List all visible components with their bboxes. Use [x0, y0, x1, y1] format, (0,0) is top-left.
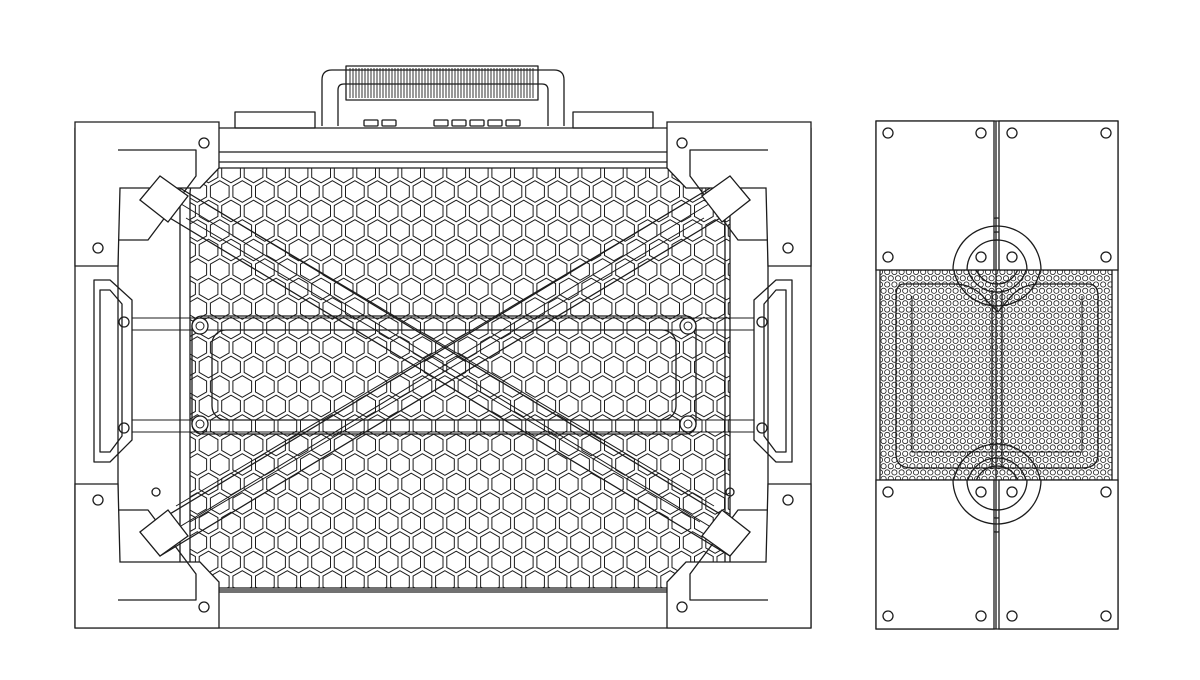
perforated-grille	[880, 270, 1112, 480]
top-left-foot	[234, 111, 316, 129]
side-body-outline	[875, 120, 1119, 630]
side-plate-top-left	[875, 120, 995, 271]
honeycomb-grille	[190, 168, 730, 588]
body-outline	[74, 127, 812, 629]
carry-handle	[321, 65, 565, 126]
left-side-latch	[93, 279, 133, 463]
corner-bracket-bottom-right	[666, 483, 812, 629]
front-view	[74, 65, 812, 629]
side-inner-panel	[895, 283, 1099, 469]
right-side-latch	[753, 279, 793, 463]
side-screws	[118, 316, 768, 497]
side-plate-top-right	[998, 120, 1119, 271]
cross-strap-a	[139, 175, 751, 557]
center-plate	[191, 315, 697, 435]
handle-grip-ridges	[349, 68, 534, 98]
top-right-foot	[572, 111, 654, 129]
side-plate-bottom-left	[875, 479, 995, 630]
side-view	[875, 120, 1119, 630]
control-buttons	[356, 119, 530, 129]
center-plate-bolts	[191, 317, 697, 433]
side-plate-bottom-right	[998, 479, 1119, 630]
grille-border	[189, 167, 731, 589]
cross-strap-b	[139, 175, 751, 557]
cross-strap-inner	[175, 203, 715, 523]
corner-bracket-bottom-left	[74, 483, 220, 629]
body-inner-frame	[117, 151, 769, 593]
